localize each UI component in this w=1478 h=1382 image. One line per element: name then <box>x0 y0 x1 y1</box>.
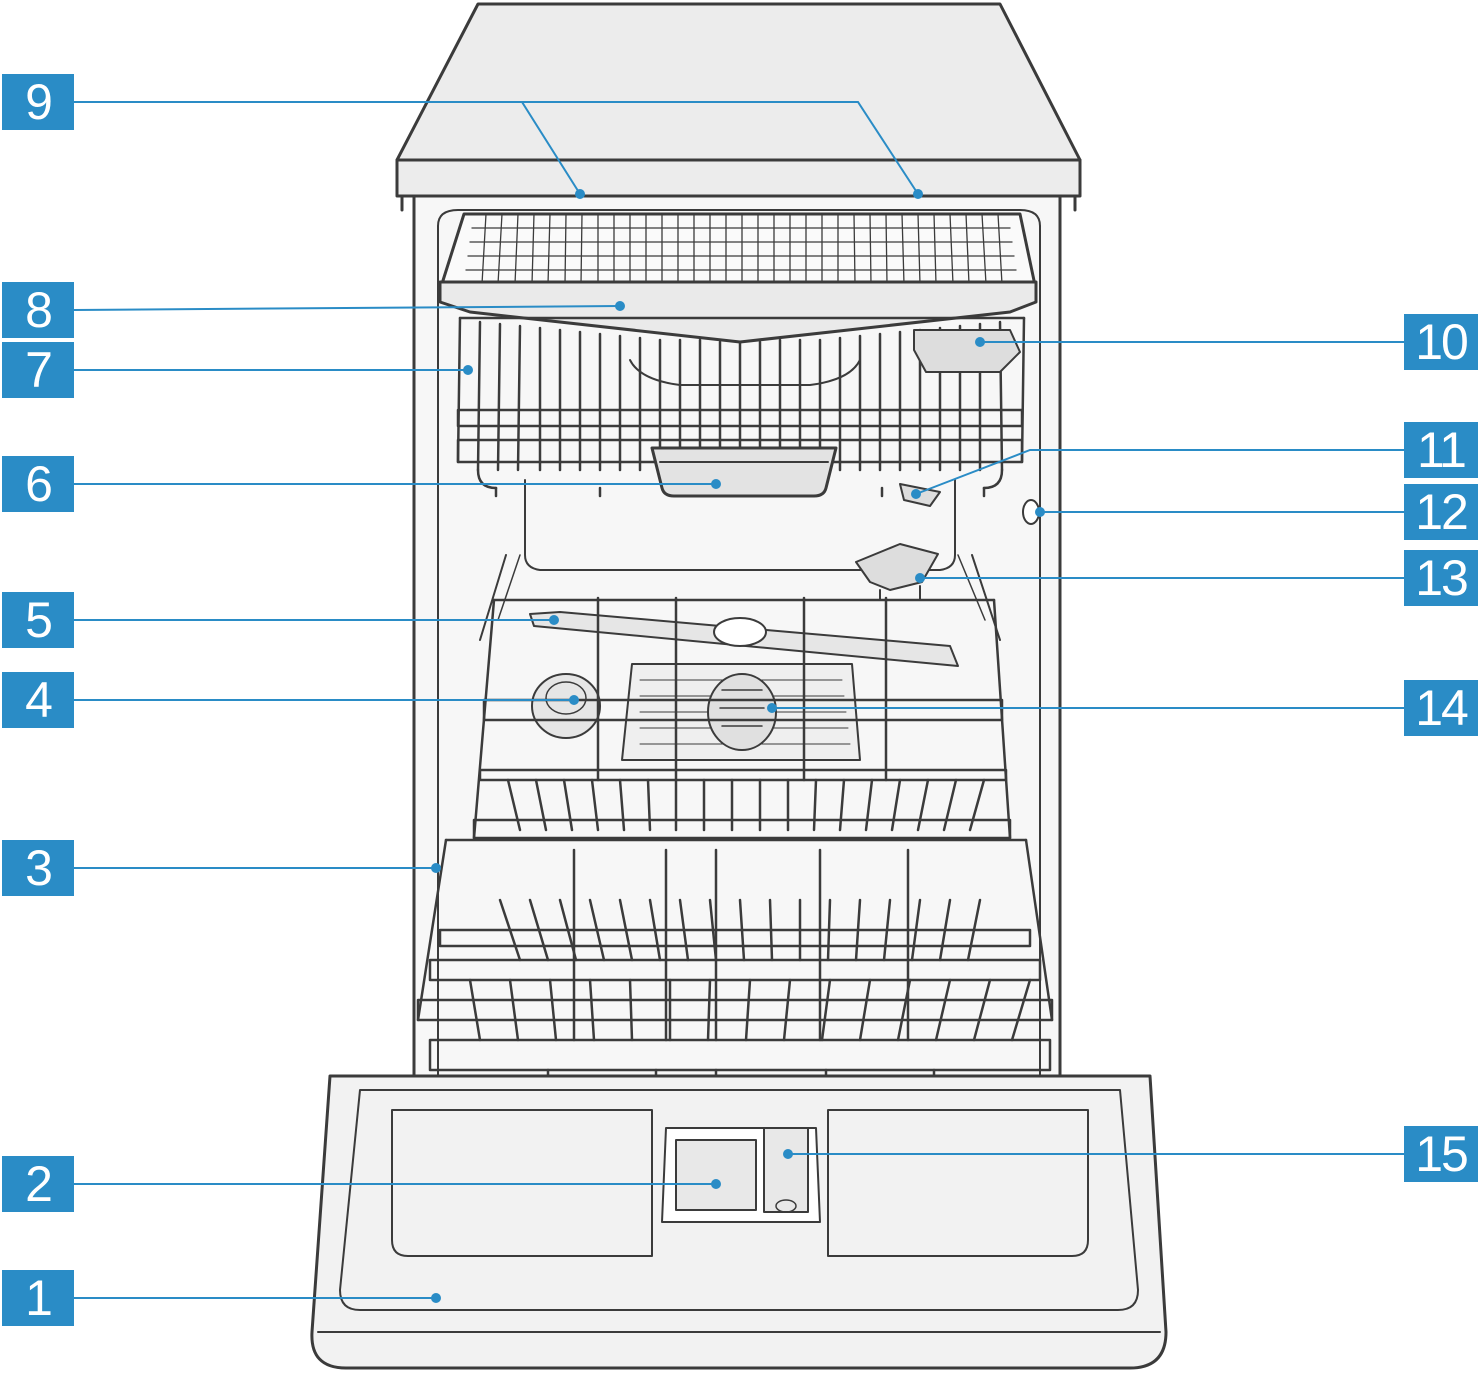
callout-11: 11 <box>1404 422 1478 478</box>
callout-1: 1 <box>2 1270 74 1326</box>
callout-9: 9 <box>2 74 74 130</box>
callout-12: 12 <box>1404 484 1478 540</box>
callout-2: 2 <box>2 1156 74 1212</box>
callout-15: 15 <box>1404 1126 1478 1182</box>
callout-14: 14 <box>1404 680 1478 736</box>
cutlery-drawer <box>440 214 1036 290</box>
callout-4: 4 <box>2 672 74 728</box>
callout-13: 13 <box>1404 550 1478 606</box>
salt-container <box>532 674 600 738</box>
worktop <box>397 4 1080 196</box>
callout-7: 7 <box>2 342 74 398</box>
detergent-compartment <box>676 1140 756 1210</box>
callout-3: 3 <box>2 840 74 896</box>
filter-cylinder <box>708 674 776 750</box>
cup-shelf <box>914 330 1020 372</box>
callout-8: 8 <box>2 282 74 338</box>
callout-5: 5 <box>2 592 74 648</box>
upper-spray-tray <box>652 448 836 496</box>
callout-6: 6 <box>2 456 74 512</box>
callout-10: 10 <box>1404 314 1478 370</box>
